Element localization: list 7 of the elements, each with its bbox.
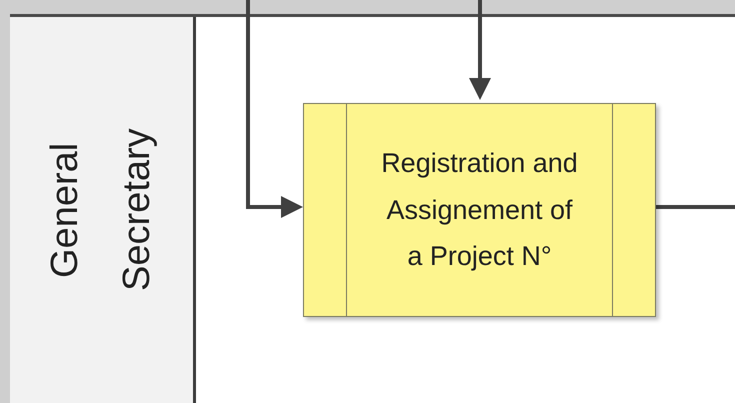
lane-title: General Secretary bbox=[43, 128, 160, 294]
arrow bbox=[469, 0, 491, 100]
connector-line bbox=[656, 205, 735, 209]
process-label: Registration and Assignement of a Project N° bbox=[380, 147, 579, 274]
swimlane bbox=[10, 14, 735, 403]
arrow bbox=[246, 0, 303, 218]
predefined-process-box bbox=[303, 103, 656, 317]
